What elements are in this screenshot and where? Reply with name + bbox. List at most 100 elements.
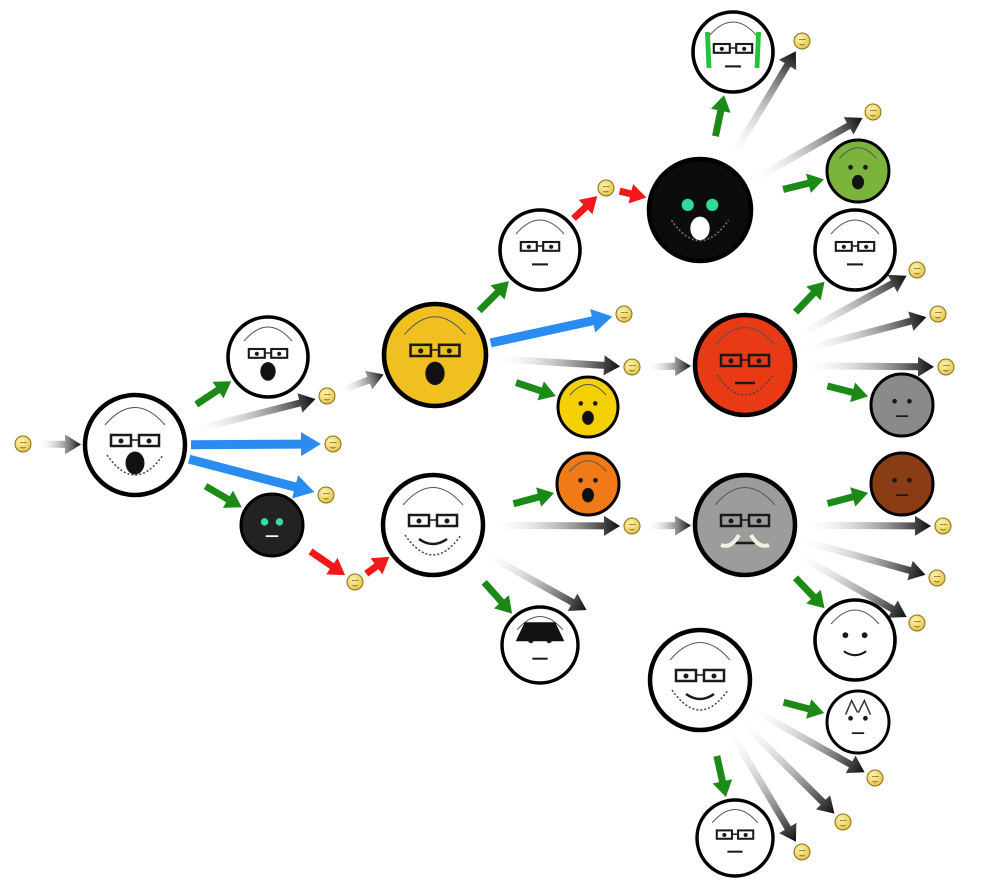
coin-icon xyxy=(908,614,926,632)
coin-icon xyxy=(929,305,947,323)
arrow-gradient-black-glow-eyes-to-c-glow-up xyxy=(726,51,797,164)
arrow-gradient-c-root-grad-to-yellow-soyjak xyxy=(338,370,384,395)
arrow-shape xyxy=(792,575,825,609)
arrow-shape xyxy=(188,454,315,499)
arrow-gradient-red-soyjak-to-c-red-2 xyxy=(798,311,927,355)
arrow-green-bald-wojak-to-angry-glasses xyxy=(712,755,733,797)
coins-layer xyxy=(14,32,955,861)
glasses-man-icon xyxy=(813,208,897,292)
arrow-red-c-dark-red-to-smug-wojak xyxy=(364,556,390,577)
arrow-red-dark-creature-to-c-dark-red xyxy=(308,548,346,576)
crying-soyjak-icon xyxy=(498,208,582,292)
angry-glasses-icon xyxy=(695,798,775,878)
arrow-gradient-red-soyjak-to-c-red-3 xyxy=(800,356,934,377)
arrow-green-grey-elephant-to-smiling-man xyxy=(792,575,825,609)
arrow-shape xyxy=(726,51,797,164)
frog-icon xyxy=(825,138,891,204)
arrow-shape xyxy=(476,281,509,314)
arrow-shape xyxy=(491,355,621,376)
red-soyjak-icon xyxy=(692,312,798,418)
coin-icon xyxy=(928,569,946,587)
arrow-shape xyxy=(712,755,733,797)
arrows-layer xyxy=(36,51,934,842)
arrow-gradient-red-soyjak-to-c-red-1 xyxy=(792,274,907,341)
coin-icon xyxy=(623,358,641,376)
arrow-shape xyxy=(489,309,613,348)
arrow-green-yellow-soyjak-to-crying-glasses xyxy=(476,281,509,314)
arrow-shape xyxy=(338,370,384,395)
coin-icon xyxy=(615,305,633,323)
smiling-man-icon xyxy=(813,598,897,682)
arrow-green-red-soyjak-to-glasses-man xyxy=(792,281,825,315)
arrow-blue-root-to-c-root-blue2 xyxy=(188,454,315,499)
arrow-green-root-to-screaming-glasses xyxy=(194,381,232,408)
arrow-green-bald-wojak-to-white-cat xyxy=(782,698,825,719)
anime-boy-icon xyxy=(500,605,580,685)
coin-icon xyxy=(346,573,364,591)
coin-icon xyxy=(937,358,955,376)
arrow-shape xyxy=(737,717,835,814)
glasses-soyjak-icon xyxy=(82,392,188,498)
coin-icon xyxy=(793,32,811,50)
arrow-shape xyxy=(514,379,556,401)
arrow-shape xyxy=(364,556,390,577)
arrow-green-black-glow-eyes-to-green-frog xyxy=(782,173,824,193)
glowing-eyes-icon xyxy=(646,156,754,264)
arrow-shape xyxy=(645,356,691,377)
arrow-shape xyxy=(203,483,242,508)
arrow-shape xyxy=(480,549,587,612)
arrow-shape xyxy=(481,579,513,614)
arrow-shape xyxy=(782,173,824,193)
arrow-red-c-crying-red-to-black-glow-eyes xyxy=(618,184,647,204)
coin-icon xyxy=(623,517,641,535)
arrow-gradient-c-yellow-grad-to-red-soyjak xyxy=(645,356,691,377)
arrow-gradient-c-start-to-root xyxy=(36,434,81,455)
arrow-green-smug-wojak-to-anime-boy xyxy=(481,579,513,614)
arrow-shape xyxy=(792,274,907,341)
arrow-gradient-grey-elephant-to-c-grey-2 xyxy=(798,536,926,581)
brown-creature-icon xyxy=(869,451,935,517)
arrow-shape xyxy=(194,381,232,408)
arrow-shape xyxy=(747,117,863,185)
smug-wojak-icon xyxy=(380,472,486,578)
arrow-blue-root-to-c-root-blue1 xyxy=(190,432,321,457)
yellow-soyjak-icon xyxy=(381,301,489,409)
coin-icon xyxy=(908,261,926,279)
arrow-green-black-glow-eyes-to-green-haired xyxy=(710,95,731,137)
arrow-shape xyxy=(826,382,869,403)
arrow-shape xyxy=(488,515,620,536)
arrow-shape xyxy=(645,515,691,536)
arrow-shape xyxy=(791,549,907,618)
arrow-gradient-c-smug-grad-to-grey-elephant xyxy=(645,515,691,536)
coin-icon xyxy=(866,769,884,787)
green-haired-icon xyxy=(691,10,775,94)
arrow-shape xyxy=(725,726,797,842)
arrow-gradient-bald-wojak-to-c-bald-1 xyxy=(747,704,865,774)
arrow-shape xyxy=(190,432,321,457)
arrow-gradient-yellow-soyjak-to-c-yellow-grad xyxy=(491,355,621,376)
arrow-shape xyxy=(512,487,555,508)
arrow-shape xyxy=(571,196,598,222)
arrow-gradient-root-to-c-root-grad xyxy=(188,393,316,435)
arrow-shape xyxy=(792,281,825,315)
arrow-gradient-bald-wojak-to-c-bald-2 xyxy=(737,717,835,814)
arrow-shape xyxy=(36,434,81,455)
arrow-red-crying-glasses-to-c-crying-red xyxy=(571,196,598,222)
arrow-shape xyxy=(798,311,927,355)
arrow-shape xyxy=(747,704,865,774)
bald-wojak-icon xyxy=(647,627,753,733)
elephant-soyjak-icon xyxy=(692,472,798,578)
coin-icon xyxy=(834,813,852,831)
dark-creature-icon xyxy=(239,492,305,558)
yellow-cartoon-icon xyxy=(556,375,620,439)
coin-icon xyxy=(324,435,342,453)
coin-icon xyxy=(934,517,952,535)
coin-icon xyxy=(793,843,811,861)
coin-icon xyxy=(597,179,615,197)
arrow-shape xyxy=(188,393,316,435)
arrow-gradient-bald-wojak-to-c-bald-3 xyxy=(725,726,797,842)
coin-icon xyxy=(317,486,335,504)
arrow-shape xyxy=(800,515,931,536)
arrow-gradient-black-glow-eyes-to-c-glow-right xyxy=(747,117,863,185)
